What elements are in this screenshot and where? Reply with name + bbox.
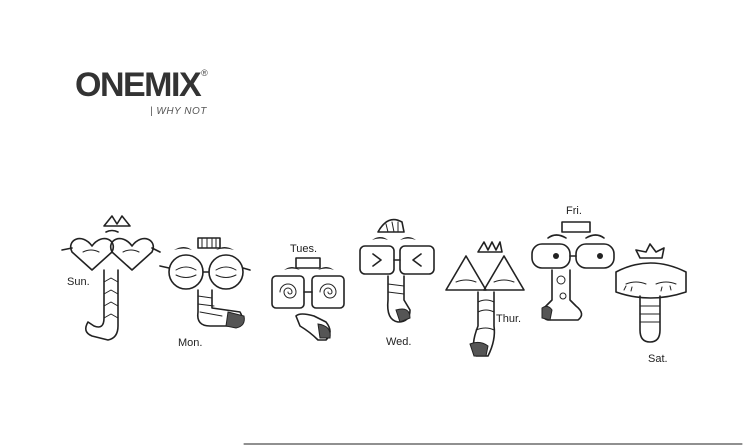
day-label-thu: Thur. <box>496 313 521 325</box>
flower-icon <box>556 275 566 285</box>
day-label-mon: Mon. <box>178 337 202 349</box>
stripe-pattern <box>639 305 661 323</box>
goggle-lens-right <box>575 243 615 269</box>
eyebrows-icon <box>284 267 334 270</box>
sock-character-wed: Wed. <box>359 218 435 348</box>
glasses-arms <box>61 247 161 253</box>
sock-toe <box>225 311 245 329</box>
hat-icon <box>295 257 321 269</box>
day-label-sat: Sat. <box>648 353 668 365</box>
sock-toe <box>395 308 411 323</box>
closed-eyes-icon <box>82 249 140 253</box>
triangle-lens-left <box>445 255 487 291</box>
pupil-icon <box>597 253 603 259</box>
zigzag-pattern <box>103 277 119 319</box>
sock-character-thu: Thur. <box>445 241 525 357</box>
spiral-eye-icon <box>319 283 337 299</box>
heart-lens-left <box>69 237 115 271</box>
brand-tagline: | WHY NOT <box>150 106 207 117</box>
day-label-fri: Fri. <box>566 205 582 217</box>
sock-heel <box>541 305 553 321</box>
flower-icon <box>559 292 567 300</box>
goggle-lens-left <box>531 243 571 269</box>
sleepy-eyes-icon <box>175 266 237 278</box>
brand-logo: ONEMIX® <box>75 68 208 102</box>
pupil-icon <box>553 253 559 259</box>
crown-icon <box>103 215 131 227</box>
sock-character-sun: Sun. <box>61 215 161 341</box>
eyebrows-icon <box>547 234 605 239</box>
hat-icon <box>197 237 221 249</box>
spiral-eye-icon <box>279 283 297 299</box>
registered-mark: ® <box>201 68 208 78</box>
sock-character-tue: Tues. <box>271 243 345 341</box>
sock-heel <box>317 323 331 339</box>
wave-pattern <box>475 299 495 331</box>
chevron-left-icon <box>412 253 422 267</box>
eyebrow-icon <box>105 229 119 233</box>
round-lens-right <box>208 254 244 290</box>
cap-icon <box>377 218 405 233</box>
day-label-tue: Tues. <box>290 243 317 255</box>
sock-character-mon: Mon. <box>159 237 251 349</box>
sleep-mask <box>615 262 687 299</box>
logo-wordmark: ONEMIX <box>75 66 202 104</box>
sock-character-fri: Fri. <box>531 205 615 321</box>
rect-lens-right <box>399 245 435 275</box>
sock-body <box>386 275 411 323</box>
eyebrows-icon <box>372 237 416 240</box>
crown-icon <box>477 241 503 253</box>
sock-body <box>84 269 119 341</box>
chevron-right-icon <box>372 253 382 267</box>
triangle-lens-right <box>483 255 525 291</box>
day-label-sun: Sun. <box>67 276 90 288</box>
rect-lens-left <box>359 245 395 275</box>
stripe-pattern <box>197 295 223 317</box>
eyebrows-icon <box>174 247 234 250</box>
stripe-pattern <box>387 283 405 295</box>
round-lens-left <box>168 254 204 290</box>
closed-eyes-icon <box>625 281 677 285</box>
day-label-wed: Wed. <box>386 336 411 348</box>
closed-eyes-icon <box>455 279 515 283</box>
sock-character-sat: Sat. <box>615 243 687 365</box>
sock-toe <box>469 341 489 357</box>
sock-body <box>639 295 661 343</box>
crown-icon <box>635 243 665 259</box>
hat-icon <box>561 221 591 233</box>
heart-lens-right <box>109 237 155 271</box>
